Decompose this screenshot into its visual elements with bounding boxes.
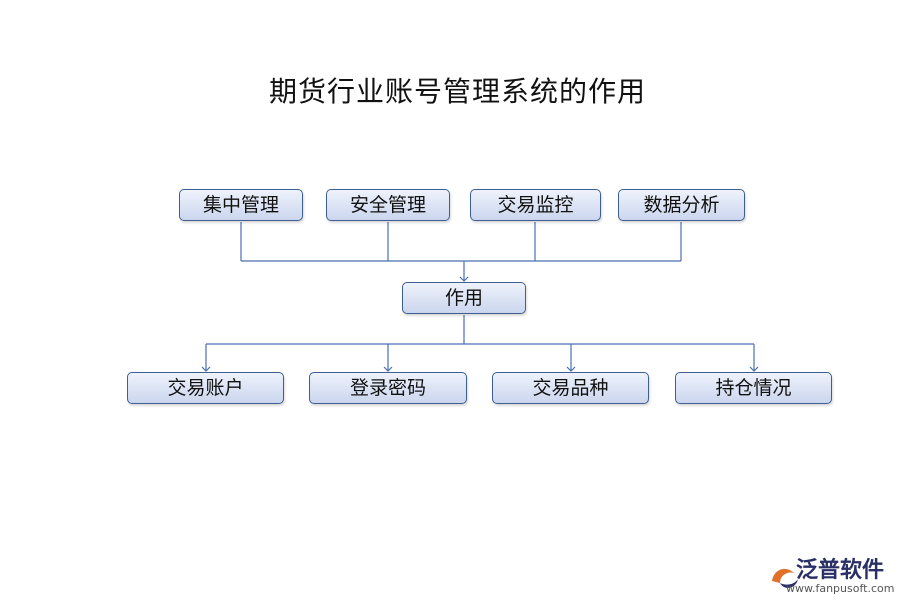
logo-url: www.fanpusoft.com — [786, 582, 895, 595]
node-centralized-management: 集中管理 — [179, 189, 303, 221]
node-position-status: 持仓情况 — [675, 372, 832, 404]
node-login-password: 登录密码 — [309, 372, 467, 404]
diagram-title: 期货行业账号管理系统的作用 — [268, 75, 646, 108]
node-trading-varieties: 交易品种 — [492, 372, 649, 404]
node-trading-account: 交易账户 — [127, 372, 284, 404]
node-data-analysis: 数据分析 — [618, 189, 745, 221]
fanpu-logo-icon — [772, 568, 798, 588]
logo-name: 泛普软件 — [796, 558, 885, 583]
node-trade-monitoring: 交易监控 — [470, 189, 601, 221]
node-function: 作用 — [402, 282, 526, 314]
node-security-management: 安全管理 — [326, 189, 450, 221]
